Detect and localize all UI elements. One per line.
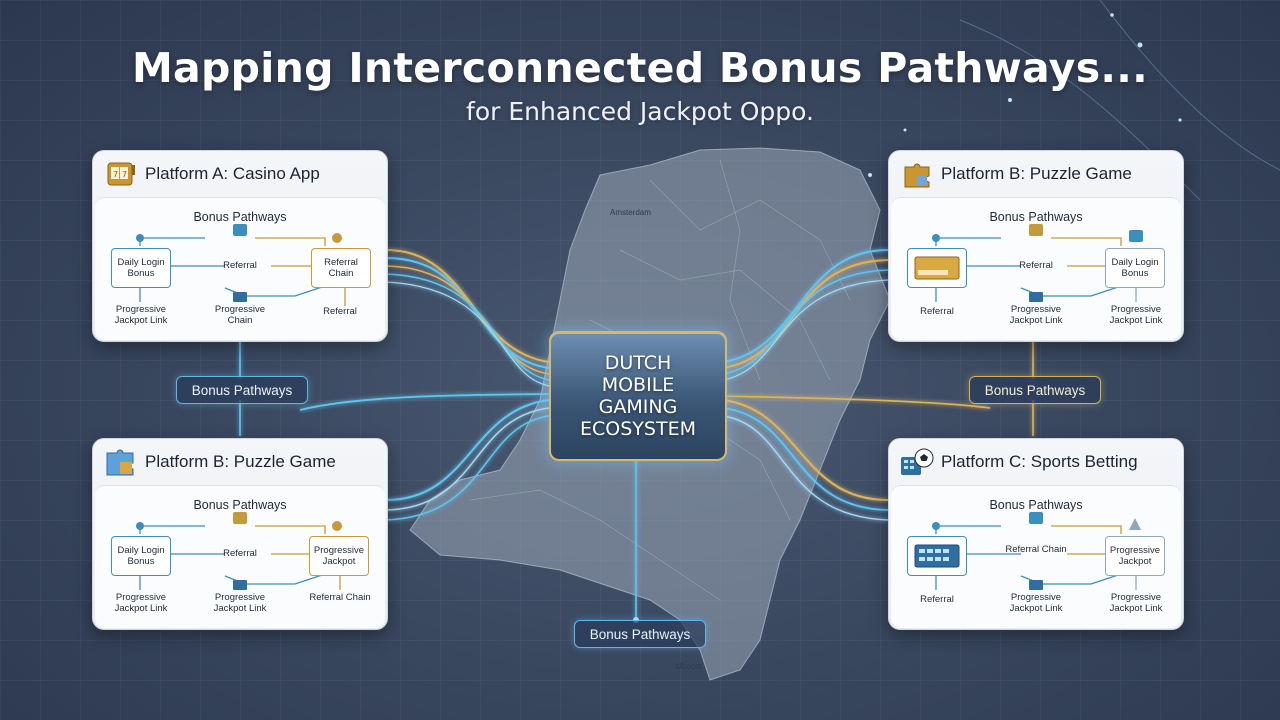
pathway-arrows bbox=[932, 224, 1143, 302]
card-header: Platform B: Puzzle Game bbox=[889, 151, 1183, 197]
credit-card-icon bbox=[914, 256, 960, 280]
bonus-pathways-pill-left[interactable]: Bonus Pathways bbox=[176, 376, 308, 404]
center-ecosystem-box[interactable]: DUTCH MOBILE GAMING ECOSYSTEM bbox=[549, 331, 727, 461]
node-middle-label: Referral bbox=[223, 260, 257, 271]
node-left-box[interactable] bbox=[907, 536, 967, 576]
inner-title: Bonus Pathways bbox=[193, 498, 287, 512]
node-left-box[interactable]: Daily Login Bonus bbox=[111, 536, 171, 576]
svg-text:7: 7 bbox=[122, 170, 127, 179]
page-subtitle: for Enhanced Jackpot Oppo. bbox=[466, 97, 814, 126]
node-left-box[interactable] bbox=[907, 248, 967, 288]
pathway-arrows bbox=[136, 512, 342, 590]
card-inner: Bonus Pathways Daily Login Bonus Referra… bbox=[95, 485, 385, 628]
node-bottom-left-label: Referral bbox=[920, 594, 954, 605]
node-middle-label: Referral Chain bbox=[1005, 544, 1067, 555]
node-bottom-right-label: Referral Chain bbox=[309, 592, 371, 603]
card-title: Platform B: Puzzle Game bbox=[145, 452, 336, 471]
node-middle-label: Referral bbox=[1019, 260, 1053, 271]
map-label-utrecht: Utrecht bbox=[676, 662, 702, 671]
card-header: Platform C: Sports Betting bbox=[889, 439, 1183, 485]
page-title: Mapping Interconnected Bonus Pathways... bbox=[131, 44, 1149, 92]
map-label-amsterdam: Amsterdam bbox=[610, 208, 651, 217]
node-bottom-middle-label: Progressive Jackpot Link bbox=[213, 592, 267, 614]
card-title: Platform B: Puzzle Game bbox=[941, 164, 1132, 183]
card-inner: Bonus Pathways Referral Daily Login Bonu… bbox=[891, 197, 1181, 340]
svg-text:7: 7 bbox=[113, 170, 118, 179]
node-right-box[interactable]: Referral Chain bbox=[311, 248, 371, 288]
card-inner: Bonus Pathways Daily Login Bonus Referra… bbox=[95, 197, 385, 340]
bonus-pathways-pill-right[interactable]: Bonus Pathways bbox=[969, 376, 1101, 404]
inner-title: Bonus Pathways bbox=[989, 210, 1083, 224]
platform-card-sports-betting[interactable]: Platform C: Sports Betting Bonus Pathway… bbox=[888, 438, 1184, 630]
node-right-box[interactable]: Progressive Jackpot bbox=[309, 536, 369, 576]
platform-card-puzzle-game-top[interactable]: Platform B: Puzzle Game Bonus Pathways R… bbox=[888, 150, 1184, 342]
node-right-box[interactable]: Daily Login Bonus bbox=[1105, 248, 1165, 288]
center-line-2: MOBILE bbox=[601, 374, 675, 396]
soccer-ball-icon bbox=[899, 445, 935, 479]
node-bottom-left-label: Progressive Jackpot Link bbox=[114, 304, 168, 326]
puzzle-icon bbox=[103, 445, 139, 479]
node-bottom-left-label: Progressive Jackpot Link bbox=[114, 592, 168, 614]
node-bottom-middle-label: Progressive Jackpot Link bbox=[1009, 304, 1063, 326]
scoreboard-icon bbox=[914, 544, 960, 568]
pathway-arrows bbox=[932, 512, 1141, 590]
card-title: Platform C: Sports Betting bbox=[941, 452, 1138, 471]
card-title: Platform A: Casino App bbox=[145, 164, 320, 183]
bonus-pathways-pill-bottom[interactable]: Bonus Pathways bbox=[574, 620, 706, 648]
center-line-3: GAMING bbox=[598, 396, 678, 418]
node-bottom-middle-label: Progressive Chain bbox=[214, 304, 266, 326]
inner-title: Bonus Pathways bbox=[193, 210, 287, 224]
node-bottom-middle-label: Progressive Jackpot Link bbox=[1009, 592, 1063, 614]
pathway-arrows bbox=[136, 224, 346, 306]
node-right-box[interactable]: Progressive Jackpot bbox=[1105, 536, 1165, 576]
node-bottom-left-label: Referral bbox=[920, 306, 954, 317]
card-header: Platform B: Puzzle Game bbox=[93, 439, 387, 485]
node-middle-label: Referral bbox=[223, 548, 257, 559]
platform-card-puzzle-game-bottom[interactable]: Platform B: Puzzle Game Bonus Pathways D… bbox=[92, 438, 388, 630]
card-inner: Bonus Pathways Referral Chain Progressiv… bbox=[891, 485, 1181, 628]
inner-title: Bonus Pathways bbox=[989, 498, 1083, 512]
node-bottom-right-label: Referral bbox=[323, 306, 357, 317]
node-bottom-right-label: Progressive Jackpot Link bbox=[1109, 592, 1163, 614]
puzzle-icon bbox=[899, 157, 935, 191]
center-line-1: DUTCH bbox=[604, 352, 672, 374]
node-bottom-right-label: Progressive Jackpot Link bbox=[1109, 304, 1163, 326]
center-line-4: ECOSYSTEM bbox=[580, 418, 696, 440]
node-left-box[interactable]: Daily Login Bonus bbox=[111, 248, 171, 288]
